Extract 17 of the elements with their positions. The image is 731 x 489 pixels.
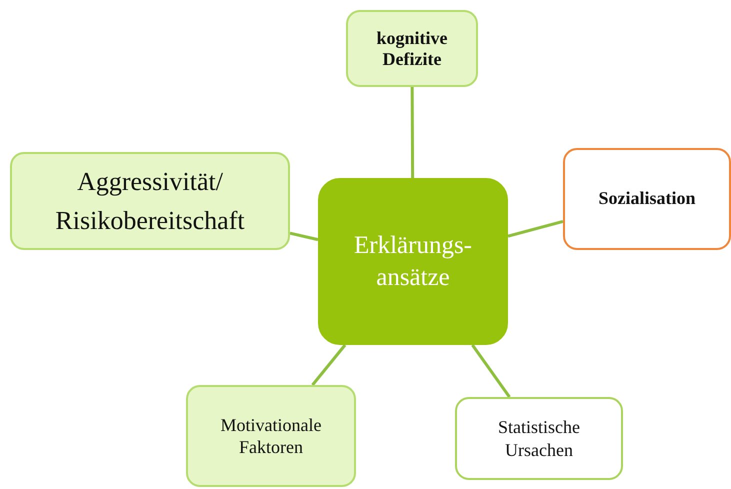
topic-label: Statistische Ursachen <box>497 416 581 461</box>
connector-line <box>410 86 414 178</box>
connector-line <box>508 220 564 238</box>
connector-line <box>311 344 346 386</box>
topic-box <box>563 148 731 250</box>
central-topic-box <box>318 178 508 345</box>
connector-line <box>471 344 511 398</box>
topic-box <box>455 397 623 480</box>
topic-box <box>10 152 290 250</box>
topic-label: Sozialisation <box>598 188 696 210</box>
topic-label: Erklärungs- ansätze <box>352 231 474 292</box>
topic-box <box>186 385 356 487</box>
topic-label: kognitive Defizite <box>375 28 448 70</box>
topic-label: Aggressivität/ Risikobereitschaft <box>54 166 246 237</box>
topic-label: Motivationale Faktoren <box>220 414 322 458</box>
topic-box <box>346 10 478 87</box>
connector-line <box>290 232 318 242</box>
